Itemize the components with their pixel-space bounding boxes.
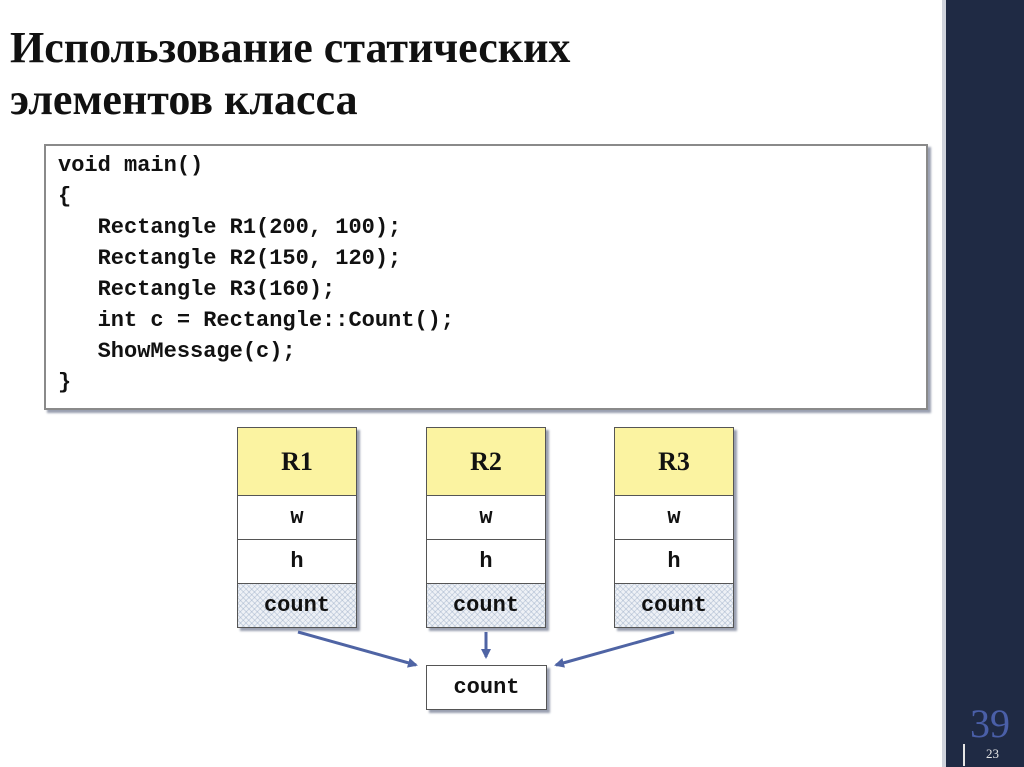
field-h: h	[427, 540, 545, 584]
object-name: R3	[615, 428, 733, 496]
slide-title-line-1: Использование статических	[10, 23, 571, 72]
arrow-r1-to-count	[297, 630, 418, 668]
code-listing: void main() { Rectangle R1(200, 100); Re…	[44, 144, 928, 410]
field-w: w	[238, 496, 356, 540]
object-r2: R2 w h count	[426, 427, 546, 628]
field-h: h	[615, 540, 733, 584]
field-h: h	[238, 540, 356, 584]
object-r1: R1 w h count	[237, 427, 357, 628]
sub-number-divider	[963, 744, 965, 766]
slide-number: 39	[970, 701, 1010, 746]
object-name: R1	[238, 428, 356, 496]
field-count-static: count	[238, 584, 356, 627]
code-line: ShowMessage(c);	[58, 339, 296, 364]
right-decorative-bar	[946, 0, 1024, 767]
slide-title-line-2: элементов класса	[10, 75, 358, 124]
object-r3: R3 w h count	[614, 427, 734, 628]
code-line: int c = Rectangle::Count();	[58, 308, 455, 333]
field-w: w	[615, 496, 733, 540]
code-line: Rectangle R3(160);	[58, 277, 336, 302]
code-line: Rectangle R1(200, 100);	[58, 215, 402, 240]
code-line: Rectangle R2(150, 120);	[58, 246, 402, 271]
code-line: {	[58, 184, 72, 209]
right-bar-edge	[942, 0, 946, 767]
field-count-static: count	[427, 584, 545, 627]
field-count-static: count	[615, 584, 733, 627]
shared-static-count: count	[426, 665, 547, 710]
object-name: R2	[427, 428, 545, 496]
slide-title: Использование статических элементов клас…	[10, 22, 910, 126]
code-line: void main()	[58, 153, 204, 178]
slide-sub-number: 23	[986, 746, 999, 761]
code-line: }	[58, 370, 72, 395]
field-w: w	[427, 496, 545, 540]
arrow-r3-to-count	[554, 630, 675, 668]
